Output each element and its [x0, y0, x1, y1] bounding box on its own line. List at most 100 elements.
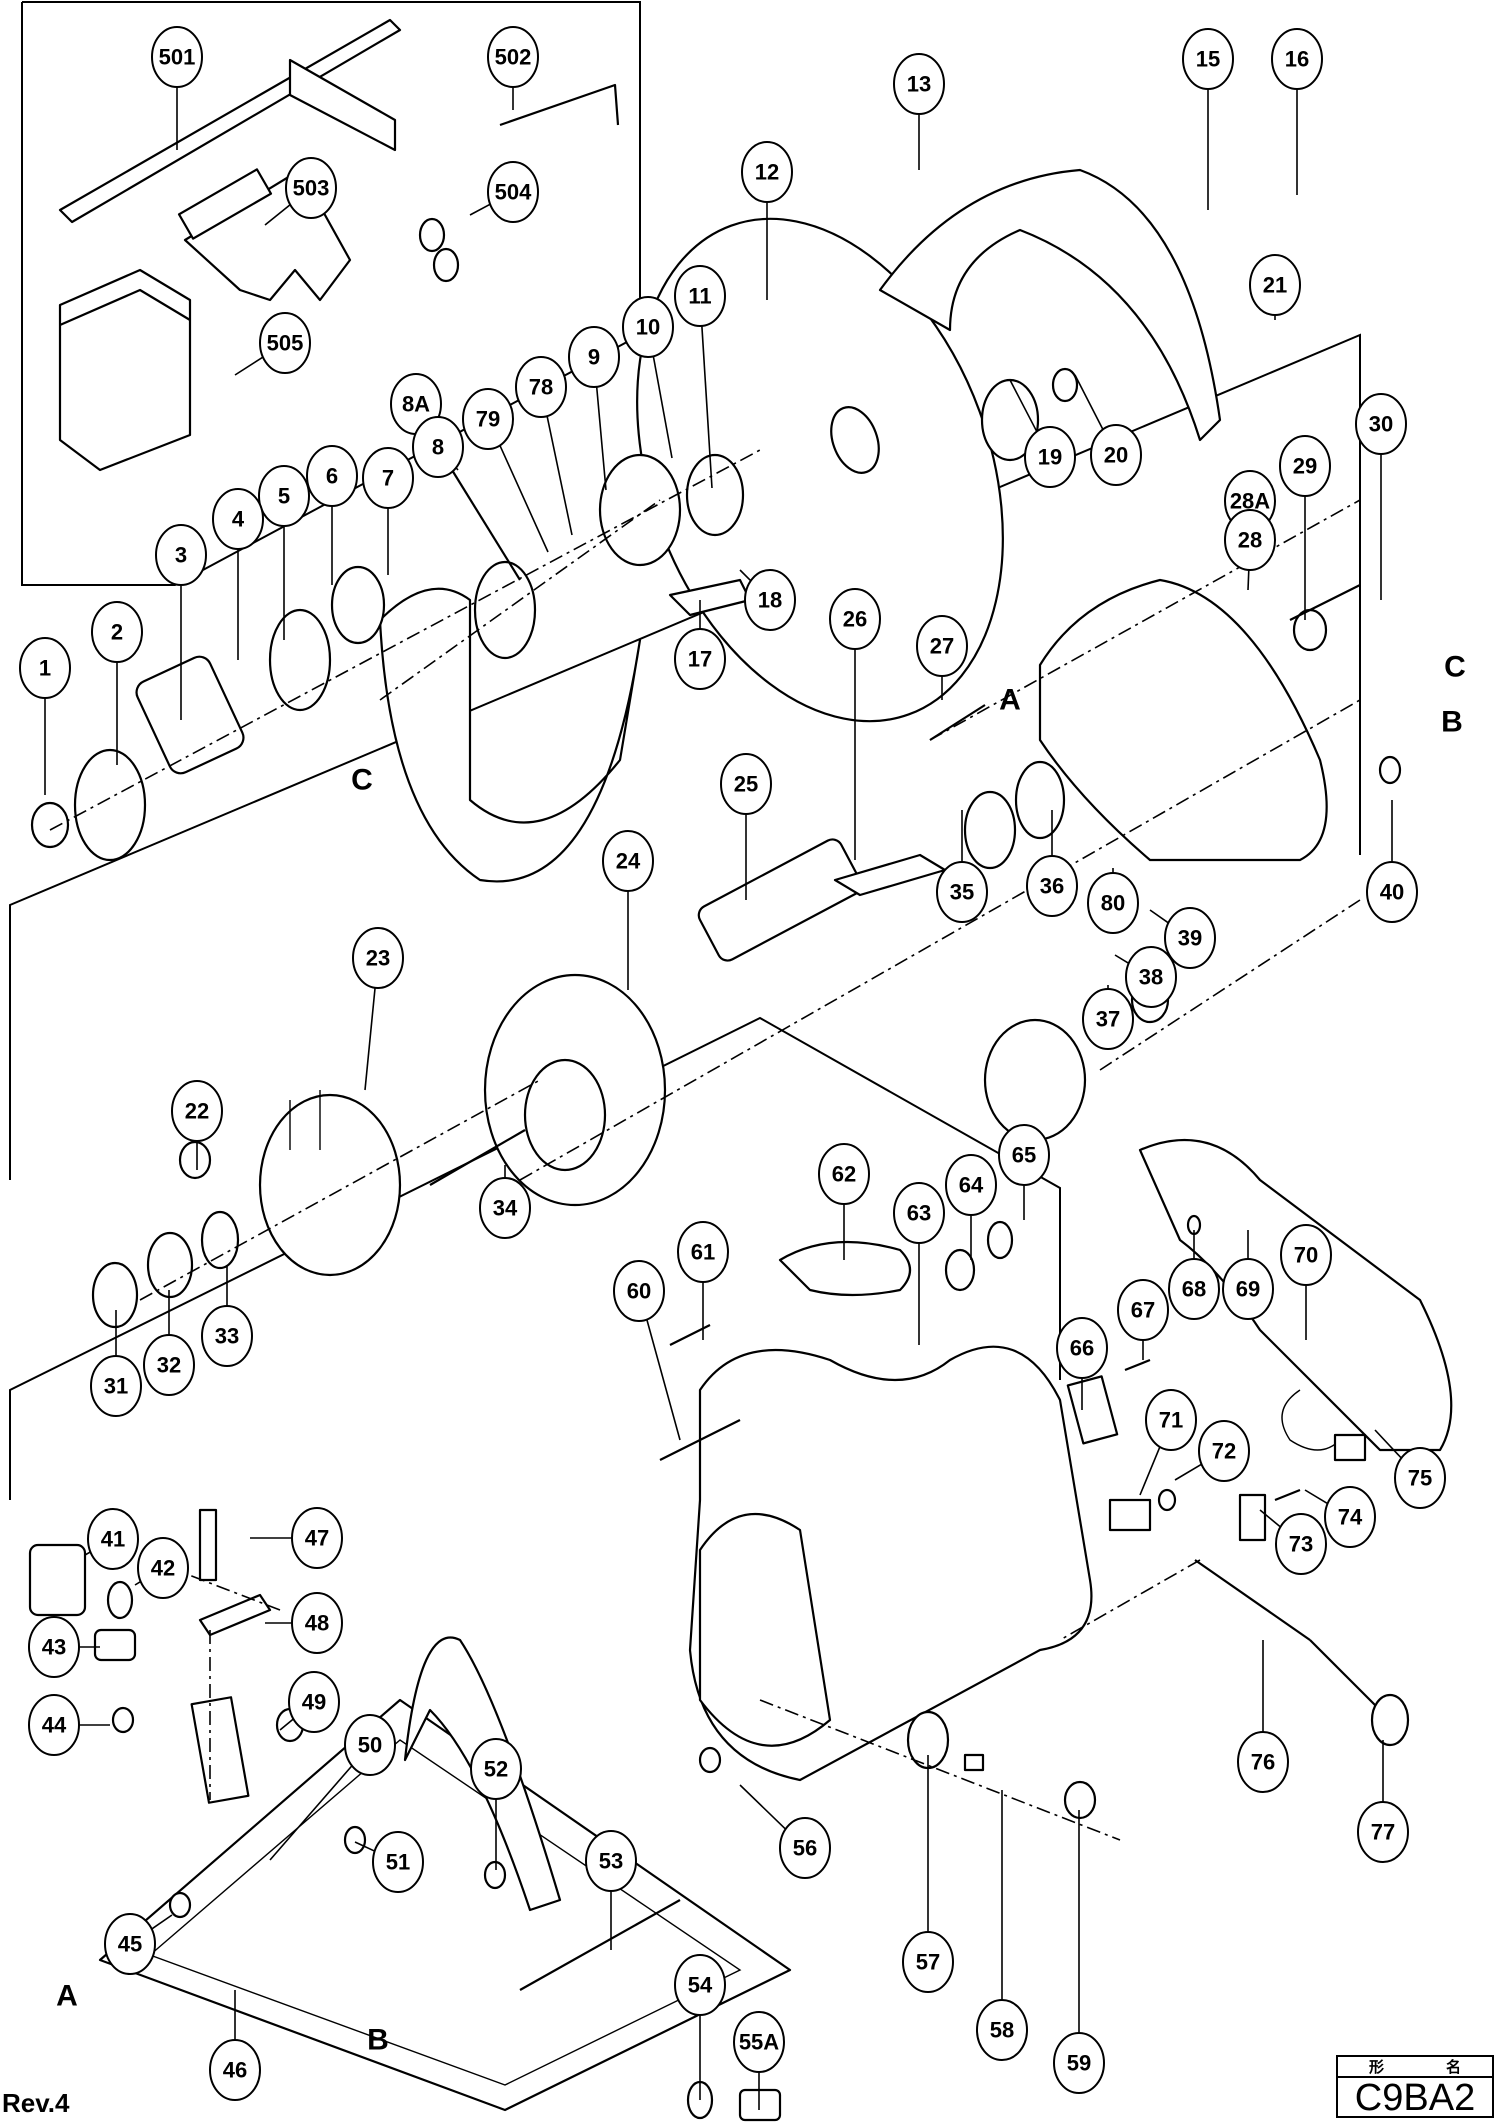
model-header: 形 名	[1338, 2057, 1492, 2078]
part-number: 3	[175, 543, 187, 568]
part-callout-62: 62	[818, 1143, 870, 1205]
callout-bubble	[28, 1616, 80, 1678]
callout-bubble	[515, 356, 567, 418]
part-callout-66: 66	[1056, 1317, 1108, 1379]
part-callout-45: 45	[104, 1913, 156, 1975]
cord-77-part	[1309, 1639, 1381, 1711]
part-number: 58	[990, 2018, 1014, 2043]
guide-bar-part	[58, 18, 402, 224]
part-number: 5	[278, 484, 290, 509]
part-callout-23: 23	[352, 927, 404, 989]
part-callout-26: 26	[829, 588, 881, 650]
leader-line-73	[1259, 1509, 1283, 1529]
part-callout-73: 73	[1275, 1513, 1327, 1575]
callout-bubble	[602, 830, 654, 892]
callout-bubble	[306, 445, 358, 507]
callout-bubble	[1056, 1317, 1108, 1379]
oil-seal-36-part	[1014, 760, 1066, 840]
pin-51-part	[343, 1825, 367, 1855]
reference-letter-a: A	[999, 684, 1021, 717]
callout-bubble	[945, 1154, 997, 1216]
callout-bubble	[1237, 1731, 1289, 1793]
part-number: 47	[305, 1526, 329, 1551]
callout-bubble	[741, 141, 793, 203]
callout-bubble	[291, 1507, 343, 1569]
part-callout-55A: 55A	[733, 2011, 785, 2073]
callout-bubble	[212, 488, 264, 550]
guide-bar-plate	[288, 58, 397, 152]
part-callout-57: 57	[902, 1931, 954, 1993]
part-callout-32: 32	[143, 1334, 195, 1396]
spring-part	[451, 469, 521, 581]
part-number: 79	[476, 407, 500, 432]
callout-bubble	[1224, 509, 1276, 571]
part-callout-12: 12	[741, 141, 793, 203]
hex-key-part	[499, 83, 620, 127]
callout-bubble	[171, 1080, 223, 1142]
blade-section-frame	[9, 333, 1361, 1180]
part-callout-78: 78	[515, 356, 567, 418]
callout-bubble	[585, 1830, 637, 1892]
callout-bubble	[209, 2039, 261, 2101]
part-number: 54	[688, 1973, 713, 1998]
knob-41-part	[28, 1543, 87, 1617]
part-number: 68	[1182, 1277, 1206, 1302]
screw-74-part	[1274, 1488, 1301, 1502]
part-callout-61: 61	[677, 1221, 729, 1283]
part-callout-70: 70	[1280, 1224, 1332, 1286]
callout-bubble	[258, 465, 310, 527]
part-callout-29: 29	[1279, 435, 1331, 497]
callout-bubble	[137, 1537, 189, 1599]
part-number: 11	[688, 284, 711, 309]
part-callout-79: 79	[462, 388, 514, 450]
callout-bubble	[674, 1954, 726, 2016]
pin-52-part	[483, 1860, 507, 1890]
cord-70-part	[1281, 1389, 1341, 1451]
callout-bubble	[1249, 254, 1301, 316]
callout-bubble	[372, 1831, 424, 1893]
screw-part-a	[418, 217, 446, 253]
part-callout-8: 8	[412, 416, 464, 478]
part-number: 26	[843, 607, 867, 632]
carbon-brush-58-part	[963, 1753, 985, 1772]
leader-line-74	[1304, 1489, 1329, 1505]
motor-housing-fins	[698, 1512, 832, 1747]
part-number: 18	[758, 588, 782, 613]
bolt-53-part	[519, 1899, 681, 1991]
callout-bubble	[1026, 855, 1078, 917]
callout-bubble	[151, 26, 203, 88]
callout-bubble	[936, 861, 988, 923]
plug-77-part	[1370, 1693, 1410, 1747]
part-number: 50	[358, 1733, 382, 1758]
bolt-30-part	[1289, 584, 1361, 621]
part-callout-28: 28	[1224, 509, 1276, 571]
part-number: 59	[1067, 2051, 1091, 2076]
part-callout-34: 34	[479, 1177, 531, 1239]
field-housing-inner	[523, 1058, 607, 1172]
part-callout-35: 35	[936, 861, 988, 923]
part-number: 65	[1012, 1143, 1036, 1168]
callout-bubble	[1279, 435, 1331, 497]
model-header-char-1: 形	[1368, 2058, 1384, 2076]
callout-bubble	[1198, 1420, 1250, 1482]
callout-bubble	[1024, 426, 1076, 488]
part-number: 51	[386, 1850, 410, 1875]
part-callout-27: 27	[916, 615, 968, 677]
callout-bubble	[1324, 1486, 1376, 1548]
callout-bubble	[916, 615, 968, 677]
spring-44-part	[111, 1706, 135, 1734]
leader-line-72	[1174, 1463, 1203, 1481]
callout-bubble	[412, 416, 464, 478]
bolt-47-part	[198, 1508, 218, 1582]
rear-handle-part	[1138, 1138, 1453, 1452]
model-name-box: 形 名 C9BA2	[1336, 2055, 1494, 2118]
assembly-axis-line	[379, 499, 661, 701]
part-callout-15: 15	[1182, 28, 1234, 90]
part-number: 23	[366, 946, 390, 971]
terminal-71-part	[1108, 1498, 1152, 1532]
model-name: C9BA2	[1354, 2077, 1476, 2119]
part-callout-31: 31	[90, 1355, 142, 1417]
part-callout-16: 16	[1271, 28, 1323, 90]
callout-bubble	[143, 1334, 195, 1396]
part-callout-24: 24	[602, 830, 654, 892]
